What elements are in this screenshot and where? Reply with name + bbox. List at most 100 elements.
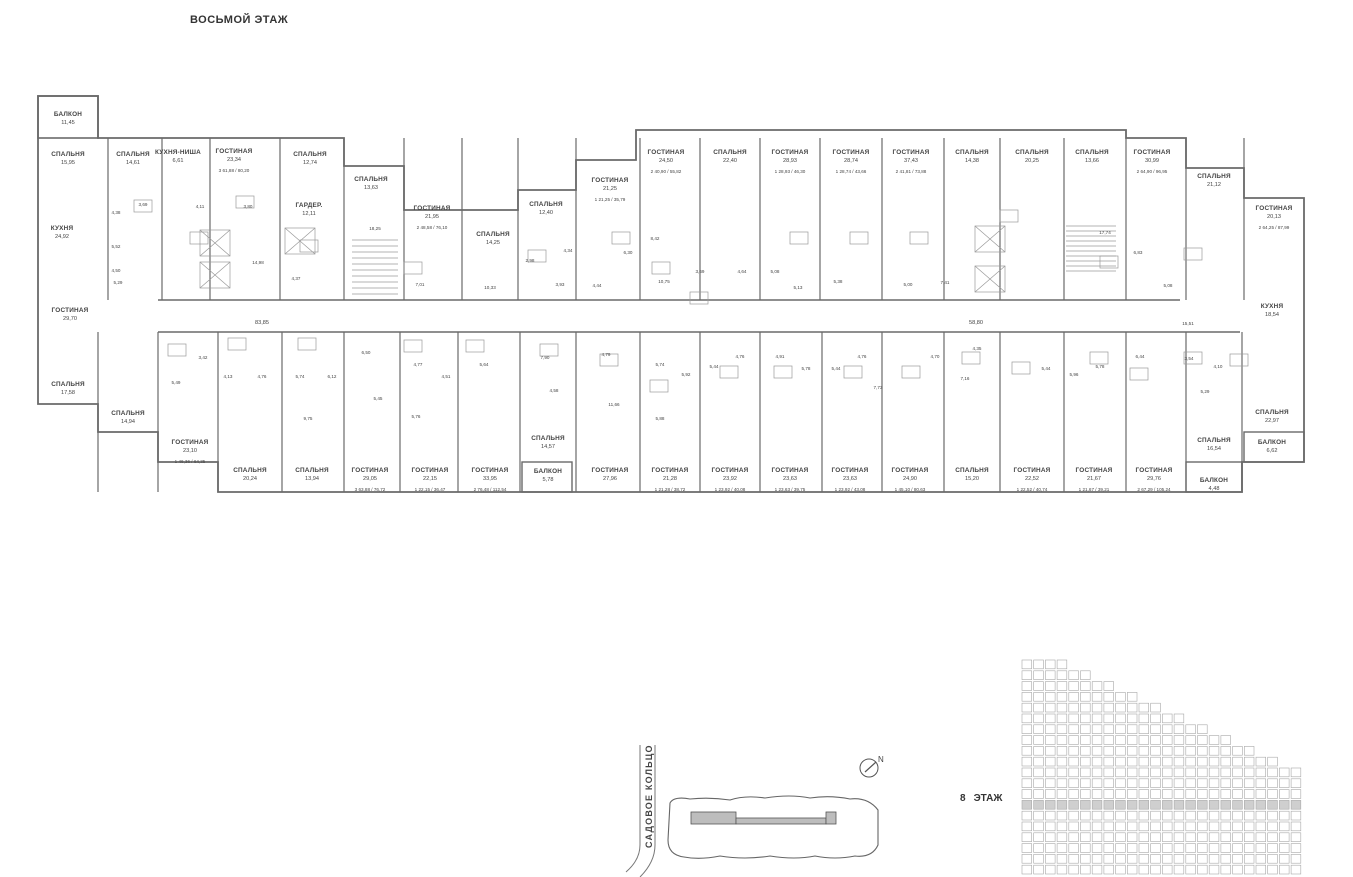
room-label: СПАЛЬНЯ (1075, 149, 1109, 156)
facade-window (1115, 746, 1126, 756)
apartment-summary: 1 23,63 / 39,75 (775, 487, 806, 492)
facade-window (1197, 746, 1208, 756)
small-area: 3,93 (556, 282, 565, 287)
room-area: 29,70 (63, 316, 77, 322)
facade-window (1279, 854, 1290, 864)
bath-fixture (465, 339, 485, 353)
facade-window (1127, 854, 1138, 864)
facade-window (1244, 746, 1255, 756)
facade-window (1162, 724, 1173, 734)
facade-window (1185, 854, 1196, 864)
facade-window (1173, 864, 1185, 875)
facade-window (1220, 746, 1231, 756)
facade-window (1091, 864, 1103, 875)
facade-window (1021, 756, 1032, 767)
small-area: 4,79 (602, 352, 611, 357)
facade-window (1021, 810, 1032, 821)
facade-window (1127, 746, 1138, 756)
small-area: 5,49 (172, 380, 181, 385)
facade-window (1208, 767, 1220, 778)
facade-window-current-floor (1150, 800, 1161, 810)
room-label: ГОСТИНАЯ (712, 467, 749, 474)
room-area: 22,15 (423, 476, 437, 482)
room-area: 17,58 (61, 390, 75, 396)
facade-window (1045, 778, 1056, 788)
facade-window (1068, 832, 1079, 842)
facade-window (1103, 692, 1114, 702)
apartment-summary: 2 40,90 / 55,82 (651, 169, 682, 174)
facade-window (1115, 864, 1126, 875)
apartment-summary: 1 23,92 / 43,08 (835, 487, 866, 492)
facade-window (1056, 821, 1068, 832)
facade-window (1127, 789, 1138, 799)
facade-window (1232, 810, 1243, 821)
facade-window (1091, 789, 1103, 799)
facade-window (1173, 778, 1185, 788)
floor-word: ЭТАЖ (973, 793, 1003, 804)
facade-window (1033, 854, 1044, 864)
bath-fixture (299, 239, 319, 253)
facade-window (1255, 778, 1266, 788)
bath-fixture (1183, 247, 1203, 261)
balcony-wall (1243, 431, 1305, 463)
facade-window (1021, 735, 1032, 745)
room-label: СПАЛЬНЯ (531, 435, 565, 442)
facade-window (1021, 789, 1032, 799)
room-label: БАЛКОН (1258, 439, 1286, 446)
small-area: 4,37 (292, 276, 301, 281)
room-label: СПАЛЬНЯ (955, 149, 989, 156)
compass-arrow (864, 761, 877, 773)
facade-window (1091, 778, 1103, 788)
facade-window (1208, 789, 1220, 799)
facade-window (1127, 864, 1138, 875)
small-area: 5,00 (904, 282, 913, 287)
small-area: 5,88 (656, 416, 665, 421)
facade-window (1080, 821, 1091, 832)
facade-window (1138, 821, 1149, 832)
facade-window (1279, 789, 1290, 799)
facade-window (1255, 843, 1266, 853)
facade-window (1173, 821, 1185, 832)
facade-window (1127, 756, 1138, 767)
room-area: 14,25 (486, 240, 500, 246)
apartment-summary: 1 46,36 / 64,35 (175, 459, 206, 464)
facade-window (1150, 724, 1161, 734)
room-label: СПАЛЬНЯ (295, 467, 329, 474)
facade-window (1232, 756, 1243, 767)
small-area: 4,11 (196, 204, 205, 209)
apartment-summary: 1 22,52 / 40,74 (1017, 487, 1048, 492)
facade-window (1021, 854, 1032, 864)
room-area: 6,61 (173, 158, 184, 164)
facade-window-current-floor (1185, 800, 1196, 810)
facade-window (1127, 843, 1138, 853)
small-area: 7,16 (961, 376, 970, 381)
facade-window (1021, 864, 1032, 875)
facade-window (1080, 756, 1091, 767)
facade-window (1045, 659, 1056, 670)
small-area: 10,33 (484, 285, 496, 290)
facade-window (1138, 854, 1149, 864)
facade-window (1197, 864, 1208, 875)
facade-window (1056, 767, 1068, 778)
bath-fixture (789, 231, 809, 245)
facade-window (1173, 789, 1185, 799)
facade-window (1290, 864, 1302, 875)
facade-window (1138, 713, 1149, 724)
small-area: 2,98 (526, 258, 535, 263)
room-label: ГОСТИНАЯ (833, 149, 870, 156)
facade-window (1255, 756, 1266, 767)
facade-window (1162, 756, 1173, 767)
room-label: ГОСТИНАЯ (352, 467, 389, 474)
facade-window (1068, 756, 1079, 767)
facade-window (1068, 843, 1079, 853)
facade-window (1185, 832, 1196, 842)
room-label: ГОСТИНАЯ (472, 467, 509, 474)
room-label: ГОСТИНАЯ (414, 205, 451, 212)
room-label: ГОСТИНАЯ (893, 149, 930, 156)
room-area: 21,28 (663, 476, 677, 482)
bath-fixture (539, 343, 559, 357)
facade-window (1220, 821, 1231, 832)
facade-window (1232, 767, 1243, 778)
facade-window-current-floor (1267, 800, 1278, 810)
facade-window (1056, 854, 1068, 864)
